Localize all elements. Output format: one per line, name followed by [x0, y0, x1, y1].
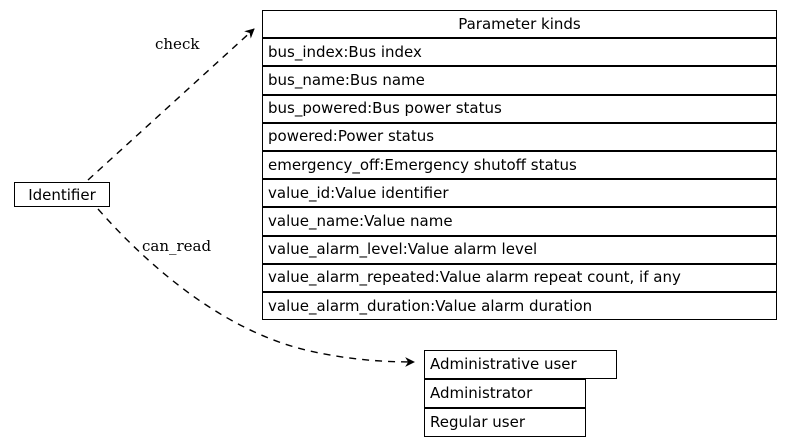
- node-identifier[interactable]: Identifier: [14, 182, 110, 207]
- table-row[interactable]: emergency_off:Emergency shutoff status: [262, 151, 777, 180]
- table-row[interactable]: bus_index:Bus index: [262, 38, 777, 67]
- table-header-administrative-user: Administrative user: [424, 350, 617, 379]
- table-header-parameter-kinds: Parameter kinds: [262, 10, 777, 39]
- node-identifier-label: Identifier: [28, 185, 96, 204]
- table-row[interactable]: powered:Power status: [262, 122, 777, 151]
- table-row[interactable]: value_id:Value identifier: [262, 179, 777, 208]
- edge-label-can-read: can_read: [142, 237, 212, 255]
- table-row[interactable]: Administrator: [424, 379, 586, 408]
- table-row[interactable]: bus_name:Bus name: [262, 66, 777, 95]
- table-row[interactable]: value_alarm_duration:Value alarm duratio…: [262, 292, 777, 321]
- table-row[interactable]: bus_powered:Bus power status: [262, 94, 777, 123]
- table-row[interactable]: value_alarm_repeated:Value alarm repeat …: [262, 263, 777, 292]
- table-row[interactable]: Regular user: [424, 408, 586, 437]
- edge-label-check: check: [155, 35, 200, 53]
- table-row[interactable]: value_alarm_level:Value alarm level: [262, 235, 777, 264]
- table-row[interactable]: value_name:Value name: [262, 207, 777, 236]
